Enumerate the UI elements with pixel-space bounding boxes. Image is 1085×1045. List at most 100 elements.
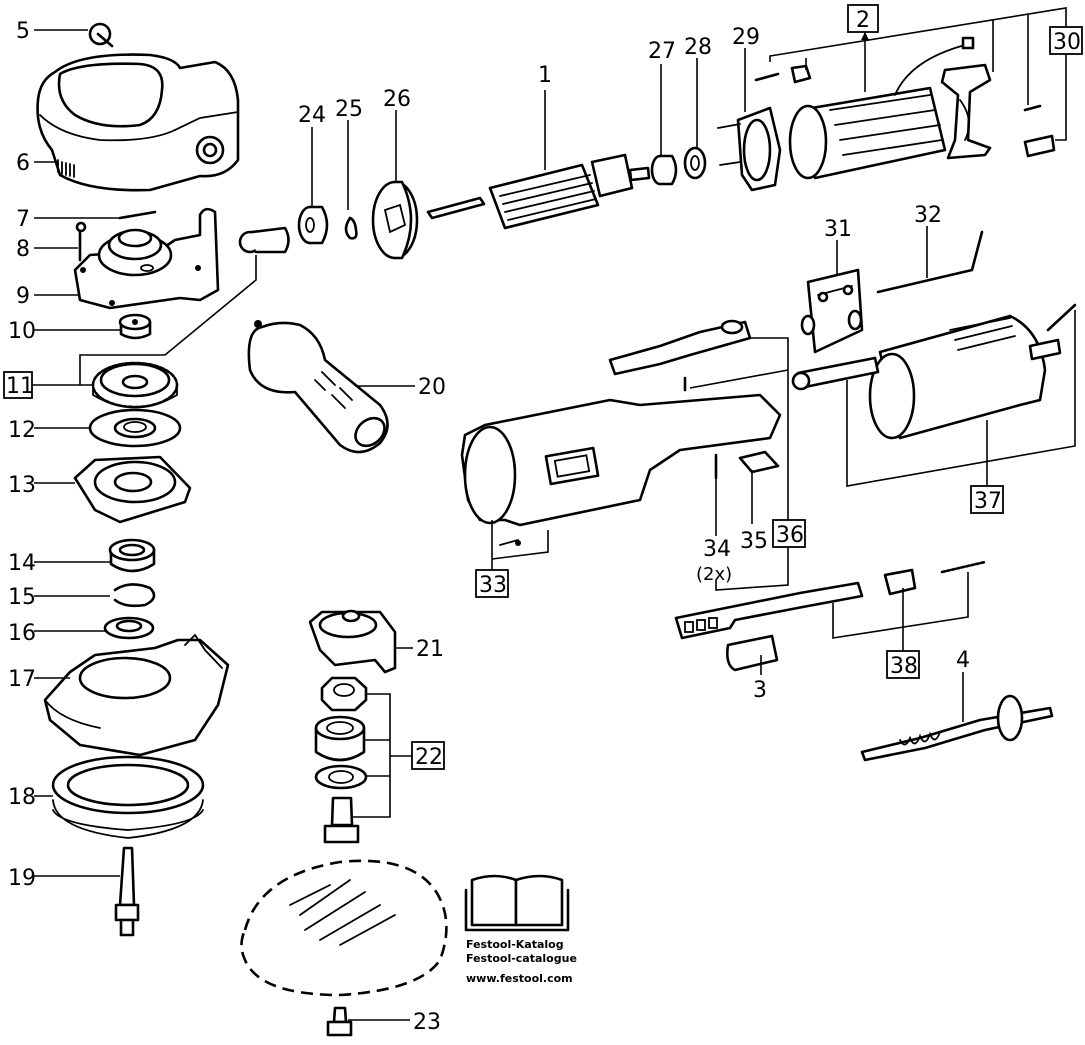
part-22-washer	[314, 764, 368, 790]
part-14-ball-bearing	[108, 538, 156, 573]
part-24-ball-bearing	[297, 205, 329, 245]
callout-29: 29	[732, 25, 760, 50]
part-2-stator	[788, 36, 975, 180]
part-21-counterweight	[308, 609, 397, 674]
callout-26: 26	[383, 87, 411, 112]
part-32-hex-key	[876, 230, 984, 294]
part-33-motor-housing	[460, 393, 782, 527]
part-13-bearing-flange	[73, 455, 192, 524]
part-38-switch-rod	[674, 581, 864, 640]
part-30-brush-holder	[940, 63, 992, 160]
callout-1: 1	[538, 63, 552, 88]
part-15-retaining-ring	[113, 583, 156, 608]
callout-19: 19	[8, 866, 36, 891]
part-27-ball-bearing	[650, 154, 678, 186]
part-5-cap-screw	[88, 22, 114, 48]
part-7-screw	[118, 210, 157, 220]
part-22-bearing	[314, 715, 366, 762]
callout-34-qty: (2x)	[696, 564, 732, 585]
part-38-switch	[883, 568, 917, 596]
callout-2-box	[847, 4, 879, 33]
part-11-bevel-gear	[91, 361, 179, 409]
callout-27: 27	[648, 39, 676, 64]
callout-17: 17	[8, 667, 36, 692]
part-33-screw	[499, 539, 521, 546]
part-10-needle-bearing	[118, 313, 152, 340]
callout-31: 31	[824, 217, 852, 242]
part-sanding-pad-dashed	[240, 859, 448, 997]
part-38-spring	[940, 560, 987, 574]
part-22-bolt	[323, 796, 360, 844]
part-37-handle-cover	[791, 314, 1062, 440]
part-18-ring	[51, 755, 205, 839]
part-22-nut	[320, 676, 368, 712]
part-2-clip	[790, 64, 812, 84]
callout-22: 22	[415, 745, 443, 770]
callout-13: 13	[8, 473, 36, 498]
part-19-spindle	[114, 846, 140, 937]
part-2-screw	[754, 72, 780, 82]
callout-33-box	[475, 569, 509, 598]
part-1-armature	[426, 153, 651, 230]
callout-33: 33	[479, 573, 507, 598]
callout-16: 16	[8, 621, 36, 646]
book-icon	[464, 874, 570, 932]
part-29-baffle	[717, 106, 782, 192]
callout-3: 3	[753, 678, 767, 703]
callout-28: 28	[684, 35, 712, 60]
callout-7: 7	[16, 207, 30, 232]
callout-2: 2	[856, 8, 870, 33]
callout-35: 35	[740, 529, 768, 554]
callout-36: 36	[776, 523, 804, 548]
callout-8: 8	[16, 237, 30, 262]
callout-9: 9	[16, 284, 30, 309]
callout-12: 12	[8, 418, 36, 443]
callout-21: 21	[416, 637, 444, 662]
callout-23: 23	[413, 1010, 441, 1035]
part-30-brush	[1023, 134, 1056, 158]
callout-6: 6	[16, 151, 30, 176]
callout-38: 38	[890, 654, 918, 679]
part-9-gear-housing	[73, 207, 220, 310]
callout-15: 15	[8, 585, 36, 610]
part-12-washer-disc	[88, 408, 182, 448]
callout-14: 14	[8, 551, 36, 576]
catalog-line-1: Festool-Katalog	[466, 938, 564, 951]
part-8-screw	[75, 221, 87, 262]
callout-5: 5	[16, 19, 30, 44]
part-6-top-cover	[36, 53, 240, 192]
callout-4: 4	[956, 648, 970, 673]
part-4-power-cord	[860, 694, 1054, 762]
callout-25: 25	[335, 97, 363, 122]
catalog-url[interactable]: www.festool.com	[466, 972, 573, 985]
part-36-electronics-board	[608, 319, 752, 376]
callout-37-box	[970, 485, 1004, 514]
part-28-bearing-sleeve	[683, 146, 707, 180]
part-16-seal	[103, 616, 155, 640]
callout-36-box	[772, 519, 806, 548]
callout-24: 24	[298, 103, 326, 128]
part-20-side-handle	[247, 320, 389, 454]
callout-18: 18	[8, 785, 36, 810]
callout-20: 20	[418, 375, 446, 400]
callout-22-box	[411, 741, 445, 770]
callout-32: 32	[914, 203, 942, 228]
callout-34: 34	[703, 537, 731, 562]
part-17-guard-housing	[43, 633, 230, 757]
part-31-bracket	[800, 268, 864, 354]
part-26-fan	[371, 180, 419, 260]
callout-37: 37	[974, 489, 1002, 514]
part-35-clamp	[738, 450, 780, 474]
part-11-pinion	[238, 226, 290, 254]
callout-30: 30	[1053, 30, 1081, 55]
part-30-screw	[1023, 104, 1042, 112]
callout-10: 10	[8, 319, 36, 344]
callout-11: 11	[6, 374, 34, 399]
part-25-circlip	[344, 216, 358, 240]
part-3-switch-button	[726, 634, 779, 672]
catalog-line-2: Festool-catalogue	[466, 952, 577, 965]
part-23-pad-screw	[326, 1006, 353, 1037]
callout-11-box	[3, 371, 33, 399]
part-37-screw	[1046, 303, 1077, 332]
